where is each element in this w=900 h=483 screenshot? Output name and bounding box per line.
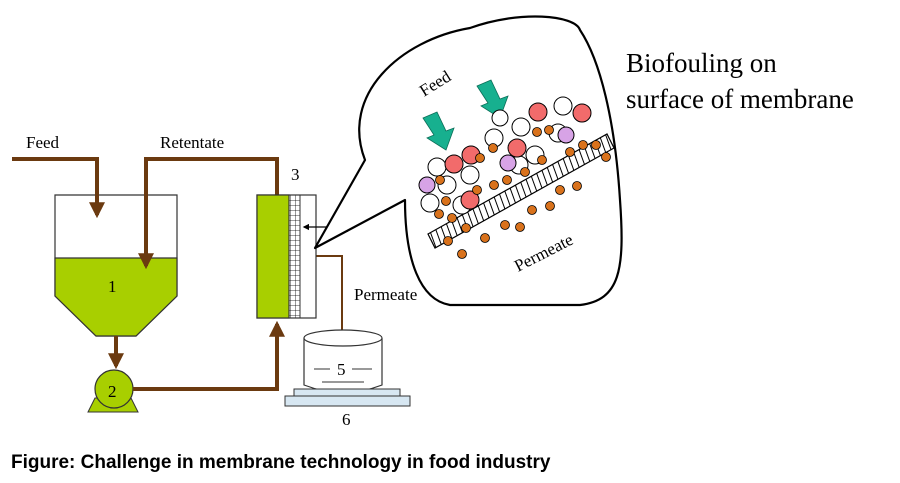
particle [553,96,573,116]
particle [557,126,575,144]
red-particles [444,102,592,210]
particle [511,117,531,137]
feed-pipe [12,157,105,219]
feed-tank: 1 [54,194,178,337]
module-number: 3 [291,165,300,184]
particle [460,165,480,185]
particle [591,140,601,150]
particle [461,223,471,233]
permeate-label: Permeate [354,285,417,304]
particle [544,125,554,135]
particle [427,157,447,177]
purple-particles [418,126,575,194]
particle [565,147,575,157]
tank-liquid [54,257,178,337]
particle [499,154,517,172]
feed-flow-arrows [422,79,509,151]
callout-title-line1: Biofouling on [626,48,777,78]
balance: 6 [284,388,411,429]
retentate-pipe [138,157,279,270]
balance-number: 6 [342,410,351,429]
particle [527,205,537,215]
particle [502,175,512,185]
feed-arrow-1 [422,111,455,151]
particle [420,193,440,213]
particle [532,127,542,137]
membrane-module: 3 4 [256,165,350,319]
particle [555,185,565,195]
particle [418,176,436,194]
particle [515,222,525,232]
membrane-strip-body [427,133,615,249]
particle [443,236,453,246]
particle [537,155,547,165]
particle [475,153,485,163]
feed-arrow-2 [476,79,509,119]
permeate-beaker: 5 [303,329,383,394]
callout-title-line2: surface of membrane [626,84,854,114]
tank-number: 1 [108,277,117,296]
particle [457,249,467,259]
particle [441,196,451,206]
beaker-rim [303,329,383,347]
orange-particles [434,125,611,259]
particle [435,175,445,185]
retentate-label: Retentate [160,133,224,152]
pump: 2 [87,369,139,413]
pump-outlet-pipe [133,320,285,391]
particle [444,154,464,174]
permeate-pipe [316,255,346,348]
figure-caption: Figure: Challenge in membrane technology… [11,452,551,473]
membrane-layer [288,194,301,319]
particle [572,181,582,191]
particle [601,152,611,162]
particle [500,220,510,230]
biofouling-callout: Feed Permeate [313,15,623,307]
particle [489,180,499,190]
particle [434,209,444,219]
particle [460,190,480,210]
particle [488,143,498,153]
particle [572,103,592,123]
membrane-strip [427,133,615,249]
particle [545,201,555,211]
particle [578,140,588,150]
particle [520,167,530,177]
particle [507,138,527,158]
feed-label: Feed [26,133,60,152]
particle [447,213,457,223]
particle [528,102,548,122]
balance-top [293,388,401,397]
particle [480,233,490,243]
balance-base [284,395,411,407]
module-retentate-side [256,194,290,319]
beaker-number: 5 [337,360,346,379]
particle [491,109,509,127]
pump-number: 2 [108,382,117,401]
particle [472,185,482,195]
piping [12,157,285,391]
